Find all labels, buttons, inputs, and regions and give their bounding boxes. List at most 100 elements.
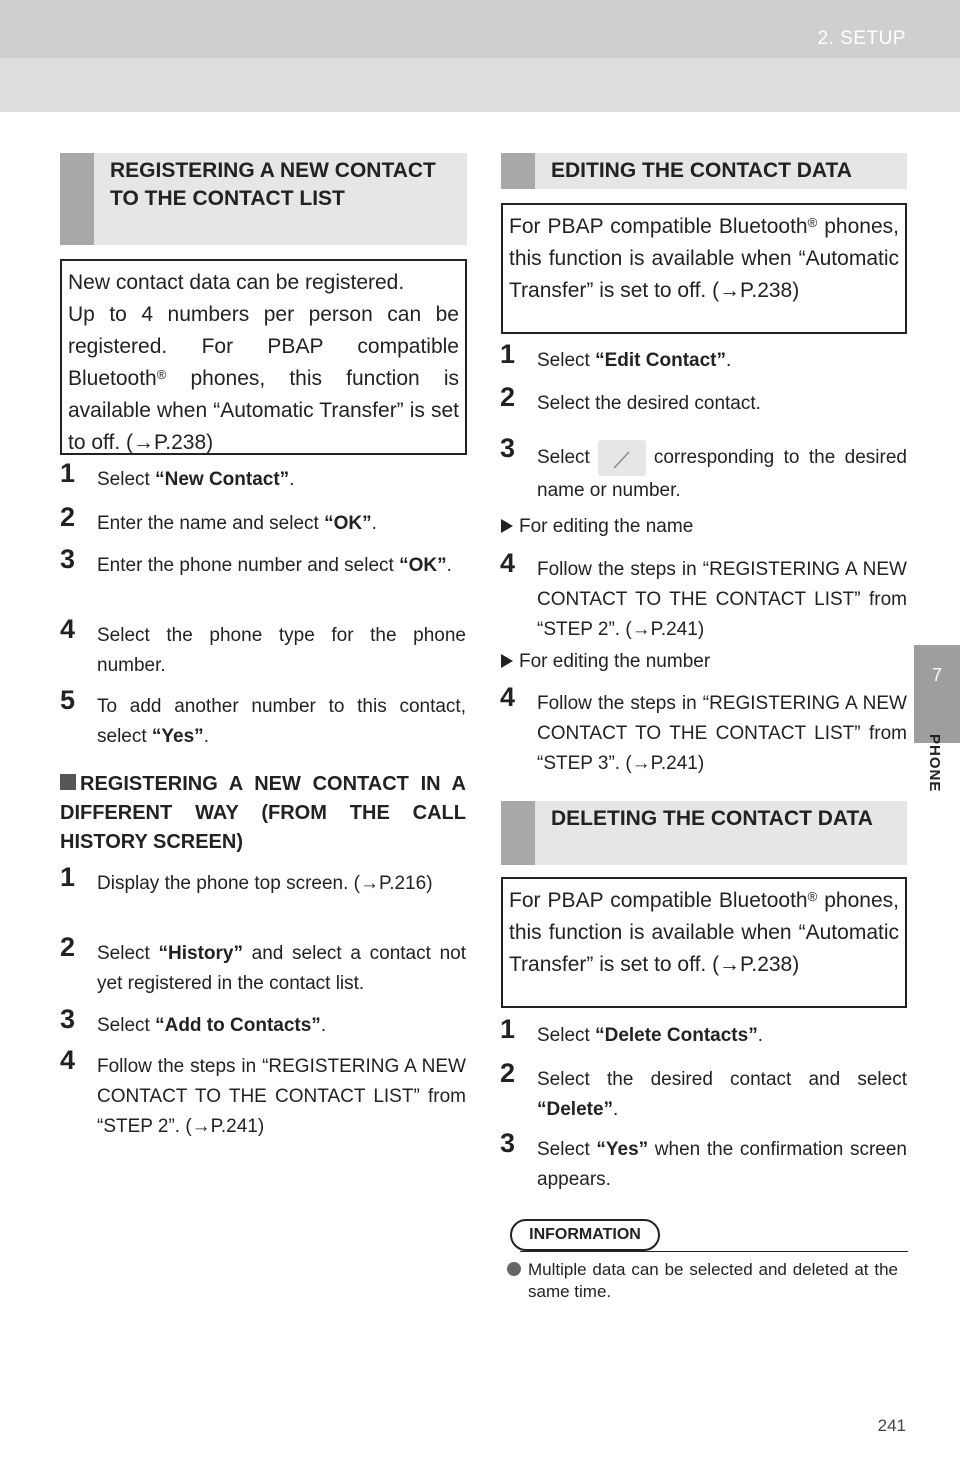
intro-line: New contact data can be registered.: [68, 271, 405, 294]
delete-intro-box: For PBAP compatible Bluetooth® phones, t…: [501, 877, 907, 1008]
step-number: 4: [500, 682, 516, 712]
step-item: 4 Follow the steps in “REGISTERING A NEW…: [500, 682, 907, 779]
intro-text-a: For PBAP compatible Bluetooth: [509, 215, 808, 238]
step-number: 1: [60, 458, 76, 488]
registered-mark: ®: [156, 367, 167, 382]
step-bold: “Delete Contacts”: [595, 1025, 758, 1046]
step-number: 2: [500, 382, 516, 412]
step-bold: “Yes”: [151, 726, 204, 747]
pencil-icon: [597, 440, 646, 476]
step-text-end: when the confirmation screen appears.: [537, 1139, 907, 1190]
square-bullet-icon: [60, 774, 76, 790]
step-text: Follow the steps in “REGISTERING A NEW C…: [537, 693, 907, 774]
step-text-end: .: [289, 469, 295, 490]
intro-paragraph: For PBAP compatible Bluetooth® phones, t…: [509, 211, 899, 307]
heading-bar: [501, 153, 535, 189]
step-number: 2: [60, 502, 76, 532]
step-number: 3: [60, 1004, 76, 1034]
step-text: Select: [537, 350, 596, 371]
circle-bullet-icon: [507, 1262, 521, 1276]
information-divider: [520, 1251, 908, 1252]
section-heading-delete: DELETING THE CONTACT DATA: [501, 801, 907, 865]
heading-bar: [501, 801, 535, 865]
step-item: 4 Follow the steps in “REGISTERING A NEW…: [500, 548, 907, 645]
step-number: 1: [500, 1014, 516, 1044]
intro-text-b: phones, this function is available when …: [68, 367, 459, 454]
step-bold: “Edit Contact”: [595, 350, 726, 371]
subsection-title: REGISTERING A NEW CONTACT IN A DIFFERENT…: [60, 773, 466, 853]
step-item: 4 Select the phone type for the phone nu…: [60, 614, 466, 681]
step-text-end: and select a contact not yet registered …: [97, 943, 466, 994]
step-text: Select: [537, 1025, 596, 1046]
edit-intro-box: For PBAP compatible Bluetooth® phones, t…: [501, 203, 907, 334]
step-text-end: .: [757, 1025, 763, 1046]
chapter-tab: 7: [914, 645, 960, 743]
step-item: 1 Select “Delete Contacts”.: [500, 1014, 907, 1051]
information-text: Multiple data can be selected and delete…: [528, 1260, 898, 1301]
step-text-end: .: [371, 513, 377, 534]
intro-paragraph: For PBAP compatible Bluetooth® phones, t…: [509, 885, 899, 981]
step-text-end: .: [725, 350, 732, 371]
section-title: EDITING THE CONTACT DATA: [551, 159, 852, 182]
intro-paragraph: Up to 4 numbers per person can be regist…: [68, 299, 459, 459]
step-item: 2 Select “History” and select a contact …: [60, 932, 466, 999]
step-text: Select: [537, 1139, 597, 1160]
step-item: 4 Follow the steps in “REGISTERING A NEW…: [60, 1045, 466, 1142]
intro-text-b: phones, this function is available when …: [509, 889, 899, 976]
sub-label-edit-number: For editing the number: [501, 647, 901, 677]
step-item: 5 To add another number to this contact,…: [60, 685, 466, 752]
intro-text-a: For PBAP compatible Bluetooth: [509, 889, 808, 912]
step-text-end: .: [320, 1015, 327, 1036]
step-number: 1: [60, 862, 76, 892]
step-item: 2 Select the desired contact and select …: [500, 1058, 907, 1125]
step-text: Enter the name and select: [97, 513, 325, 534]
sub-label-edit-name: For editing the name: [501, 512, 901, 542]
intro-text-b: phones, this function is available when …: [509, 215, 899, 302]
step-item: 3 Select “Add to Contacts”.: [60, 1004, 466, 1041]
step-bold: “Yes”: [596, 1139, 649, 1160]
step-text: To add another number to this contact, s…: [97, 696, 466, 747]
step-text: Select the desired contact.: [537, 393, 761, 414]
sub-label-text: For editing the number: [519, 651, 711, 672]
step-text: Follow the steps in “REGISTERING A NEW C…: [97, 1056, 466, 1137]
step-bold: “Add to Contacts”: [155, 1015, 321, 1036]
information-label: INFORMATION: [510, 1219, 660, 1251]
step-item: 1 Select “New Contact”.: [60, 458, 466, 495]
subsection-heading: REGISTERING A NEW CONTACT IN A DIFFERENT…: [60, 770, 466, 857]
step-number: 2: [500, 1058, 516, 1088]
step-text: Select the desired contact and select: [537, 1069, 907, 1090]
step-text: Select: [97, 1015, 156, 1036]
step-bold: “Delete”: [537, 1099, 614, 1120]
sub-label-text: For editing the name: [519, 516, 694, 537]
step-text: Select the phone type for the phone numb…: [97, 625, 466, 676]
step-text: Follow the steps in “REGISTERING A NEW C…: [537, 559, 907, 640]
step-number: 4: [60, 614, 76, 644]
step-number: 3: [60, 544, 76, 574]
step-text-end: .: [446, 555, 452, 576]
step-text: Select: [537, 447, 590, 469]
page-header-title: 2. SETUP: [817, 28, 906, 49]
step-text: Display the phone top screen. (→P.216): [97, 873, 433, 894]
step-number: 4: [500, 548, 516, 578]
step-bold: “OK”: [324, 513, 372, 534]
step-text-end: .: [203, 726, 209, 747]
step-number: 2: [60, 932, 76, 962]
intro-text-a: Up to 4 numbers per person can be regist…: [68, 303, 459, 390]
page-number: 241: [877, 1416, 906, 1435]
step-number: 1: [500, 339, 516, 369]
step-number: 3: [500, 433, 516, 463]
step-bold: “OK”: [399, 555, 447, 576]
step-text: Enter the phone number and select: [97, 555, 400, 576]
step-number: 3: [500, 1128, 516, 1158]
step-item: 1 Display the phone top screen. (→P.216): [60, 862, 466, 899]
step-item: 1 Select “Edit Contact”.: [500, 339, 907, 376]
step-item: 2 Enter the name and select “OK”.: [60, 502, 466, 539]
triangle-bullet-icon: [501, 654, 513, 668]
header-band: [0, 0, 960, 112]
chapter-label: PHONE: [926, 734, 943, 793]
registered-mark: ®: [807, 215, 818, 230]
section-heading-edit: EDITING THE CONTACT DATA: [501, 153, 907, 189]
register-intro-box: New contact data can be registered. Up t…: [60, 259, 467, 455]
section-title: REGISTERING A NEW CONTACT TO THE CONTACT…: [110, 159, 436, 210]
